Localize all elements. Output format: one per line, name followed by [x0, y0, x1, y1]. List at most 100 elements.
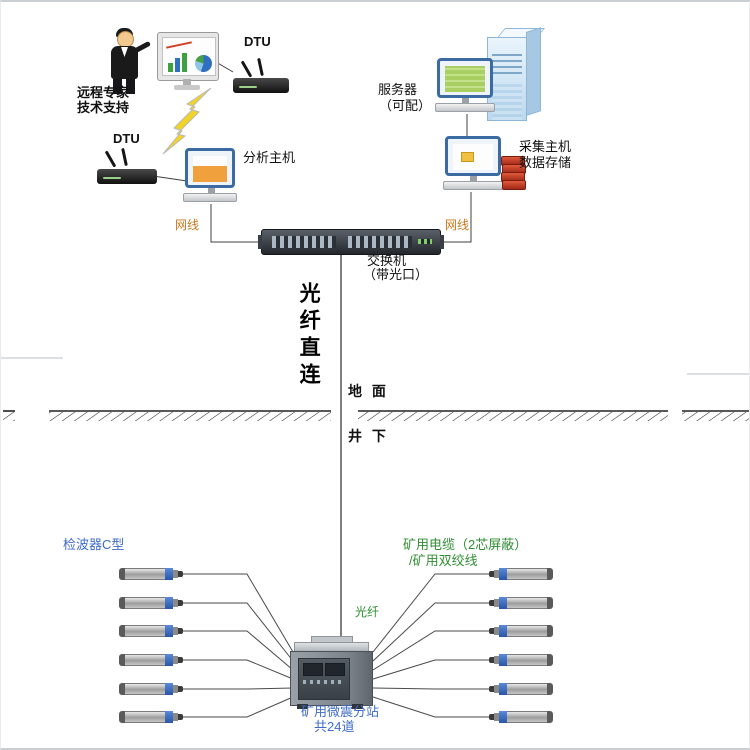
cable-line: [372, 659, 489, 680]
cable-line: [183, 573, 294, 653]
expert-monitor-screen: [162, 37, 216, 76]
cable-line: [183, 602, 294, 662]
substation-foot: [297, 704, 308, 709]
geophone-sensor: [489, 568, 553, 580]
router-body: [97, 169, 157, 184]
cable-line: [372, 573, 489, 653]
cable-line: [372, 687, 489, 690]
monitor-stand: [470, 176, 478, 181]
expert-arm: [131, 40, 152, 55]
geophone-sensor: [119, 654, 183, 666]
network-cable-label-left: 网线: [175, 218, 200, 232]
substation-foot: [352, 704, 363, 709]
substation-slot: [325, 663, 345, 676]
monitor-base: [174, 85, 200, 90]
dtu-router-1: [233, 57, 289, 93]
geophone-type-label: 检波器C型: [63, 537, 125, 552]
monitor-stand: [207, 188, 215, 193]
router-led: [103, 177, 121, 179]
server-label-line1: 服务器: [378, 82, 418, 97]
cable-line: [183, 659, 294, 680]
geophone-sensor: [489, 711, 553, 723]
switch-ports: [272, 236, 336, 248]
expert-monitor-frame: [157, 32, 219, 81]
monitor-screen: [193, 156, 227, 182]
antenna-icon: [104, 150, 117, 168]
geophone-sensor: [119, 625, 183, 637]
keyboard-icon: [435, 103, 495, 112]
switch-label-line2: （带光口）: [363, 267, 429, 282]
geophone-sensor: [489, 654, 553, 666]
remote-expert-figure: [105, 28, 153, 98]
cable-line: [210, 204, 263, 243]
switch-label-line1: 交换机: [367, 253, 407, 268]
analysis-host-label: 分析主机: [243, 150, 296, 165]
microseismic-substation-device: [289, 636, 373, 712]
data-storage-stack: [501, 156, 526, 190]
tower-vents: [492, 82, 522, 120]
dtu-router-2: [97, 147, 157, 184]
server-computer: [435, 58, 495, 114]
analysis-host-computer: [183, 148, 237, 204]
monitor-frame: [185, 148, 235, 188]
ground-hatch: [3, 410, 749, 421]
server-label-line2: （可配）: [379, 98, 432, 113]
collection-host-computer: [443, 136, 503, 192]
monitor-screen: [445, 66, 485, 92]
keyboard-icon: [443, 181, 503, 190]
cable-line: [152, 175, 188, 182]
switch-ports: [348, 236, 412, 248]
lightning-icon: [162, 87, 212, 155]
underground-label: 井 下: [348, 428, 386, 444]
server-tower: [487, 27, 546, 121]
collection-host-label-line1: 采集主机: [519, 139, 572, 154]
geophone-sensor: [119, 568, 183, 580]
substation-label-line2: 共24道: [314, 719, 355, 734]
collection-host-label-line2: 数据存储: [519, 155, 572, 170]
substation-slot: [303, 663, 323, 676]
cable-line: [183, 687, 294, 690]
switch-led: [418, 239, 432, 244]
geophone-sensor: [119, 683, 183, 695]
chart-line-icon: [166, 41, 192, 49]
monitor-stand: [183, 79, 191, 85]
dtu-label-2: DTU: [113, 131, 140, 146]
fiber-direct-label: 光纤直连: [297, 282, 321, 390]
chart-bar-icon: [175, 58, 180, 72]
cable-line: [372, 630, 489, 671]
antenna-icon: [240, 60, 253, 78]
cable-line: [439, 192, 472, 243]
router-body: [233, 78, 289, 93]
mine-cable-label-line1: 矿用电缆（2芯屏蔽）: [403, 537, 528, 552]
folder-icon: [461, 152, 474, 162]
geophone-sensor: [489, 625, 553, 637]
rack-ear: [258, 235, 262, 249]
fiber-label: 光纤: [355, 605, 380, 619]
remote-expert-label-line2: 技术支持: [77, 100, 130, 115]
substation-connectors: [303, 680, 343, 684]
monitor-stand: [462, 98, 470, 103]
cable-line: [372, 696, 489, 718]
router-led: [239, 86, 257, 88]
tower-side: [526, 27, 541, 116]
tower-drive-slots: [492, 52, 522, 74]
keyboard-icon: [183, 193, 237, 202]
network-cable-label-right: 网线: [445, 218, 470, 232]
chart-bar-icon: [168, 63, 173, 72]
antenna-icon: [121, 147, 128, 167]
antenna-icon: [257, 57, 264, 77]
mine-cable-label-line2: /矿用双绞线: [409, 553, 478, 568]
monitor-screen: [453, 144, 493, 170]
rack-ear: [440, 235, 444, 249]
dtu-label-1: DTU: [244, 34, 271, 49]
cable-line: [183, 630, 294, 671]
geophone-sensor: [489, 597, 553, 609]
cable-line: [183, 696, 294, 718]
monitor-frame: [437, 58, 493, 98]
chart-bar-icon: [182, 53, 187, 72]
remote-expert-label-line1: 远程专家: [77, 85, 130, 100]
expert-computer: [157, 32, 219, 94]
expert-shirt: [121, 47, 128, 57]
substation-label-line1: 矿用微震分站: [301, 704, 380, 719]
